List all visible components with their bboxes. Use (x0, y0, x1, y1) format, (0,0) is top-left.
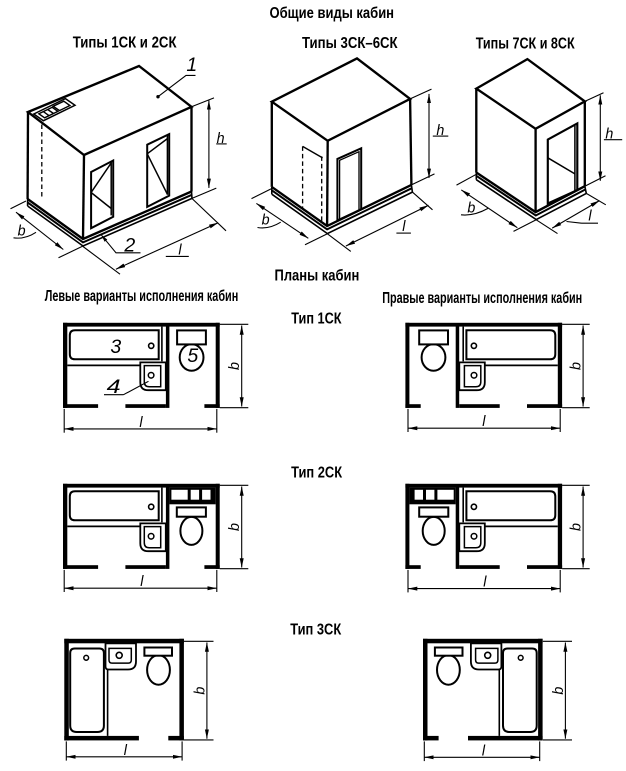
svg-text:Тип 3СК: Тип 3СК (290, 621, 342, 638)
svg-text:l: l (482, 744, 486, 760)
svg-text:Тип 1СК: Тип 1СК (291, 310, 342, 327)
svg-text:b: b (569, 362, 585, 370)
svg-text:l: l (402, 219, 406, 235)
svg-text:Типы 3СК–6СК: Типы 3СК–6СК (302, 35, 398, 52)
svg-text:h: h (605, 127, 613, 143)
svg-text:b: b (227, 523, 243, 531)
svg-text:3: 3 (110, 336, 121, 358)
svg-text:Левые варианты исполнения каби: Левые варианты исполнения кабин (45, 288, 239, 305)
svg-text:5: 5 (187, 345, 198, 367)
svg-text:l: l (139, 415, 143, 431)
svg-text:Типы 7СК и 8СК: Типы 7СК и 8СК (476, 35, 576, 52)
svg-text:b: b (18, 224, 26, 240)
svg-text:l: l (178, 243, 182, 259)
svg-text:1: 1 (186, 54, 197, 76)
svg-text:Тип 2СК: Тип 2СК (291, 465, 343, 482)
svg-text:b: b (569, 523, 585, 531)
svg-text:4: 4 (107, 376, 121, 398)
svg-text:h: h (436, 123, 444, 139)
svg-text:b: b (467, 200, 475, 216)
svg-text:h: h (217, 131, 225, 147)
svg-text:Общие виды кабин: Общие виды кабин (270, 5, 395, 22)
svg-text:l: l (124, 743, 128, 759)
svg-text:l: l (482, 414, 486, 430)
svg-text:b: b (551, 687, 567, 695)
svg-text:l: l (483, 575, 487, 591)
svg-text:2: 2 (123, 234, 135, 256)
svg-text:l: l (140, 574, 144, 590)
svg-text:b: b (227, 362, 243, 370)
svg-text:b: b (192, 687, 208, 695)
svg-text:Планы кабин: Планы кабин (275, 268, 360, 285)
svg-text:l: l (588, 209, 592, 225)
svg-text:Типы 1СК и 2СК: Типы 1СК и 2СК (73, 35, 177, 52)
svg-text:Правые варианты исполнения каб: Правые варианты исполнения кабин (382, 290, 582, 307)
svg-text:b: b (262, 213, 270, 229)
